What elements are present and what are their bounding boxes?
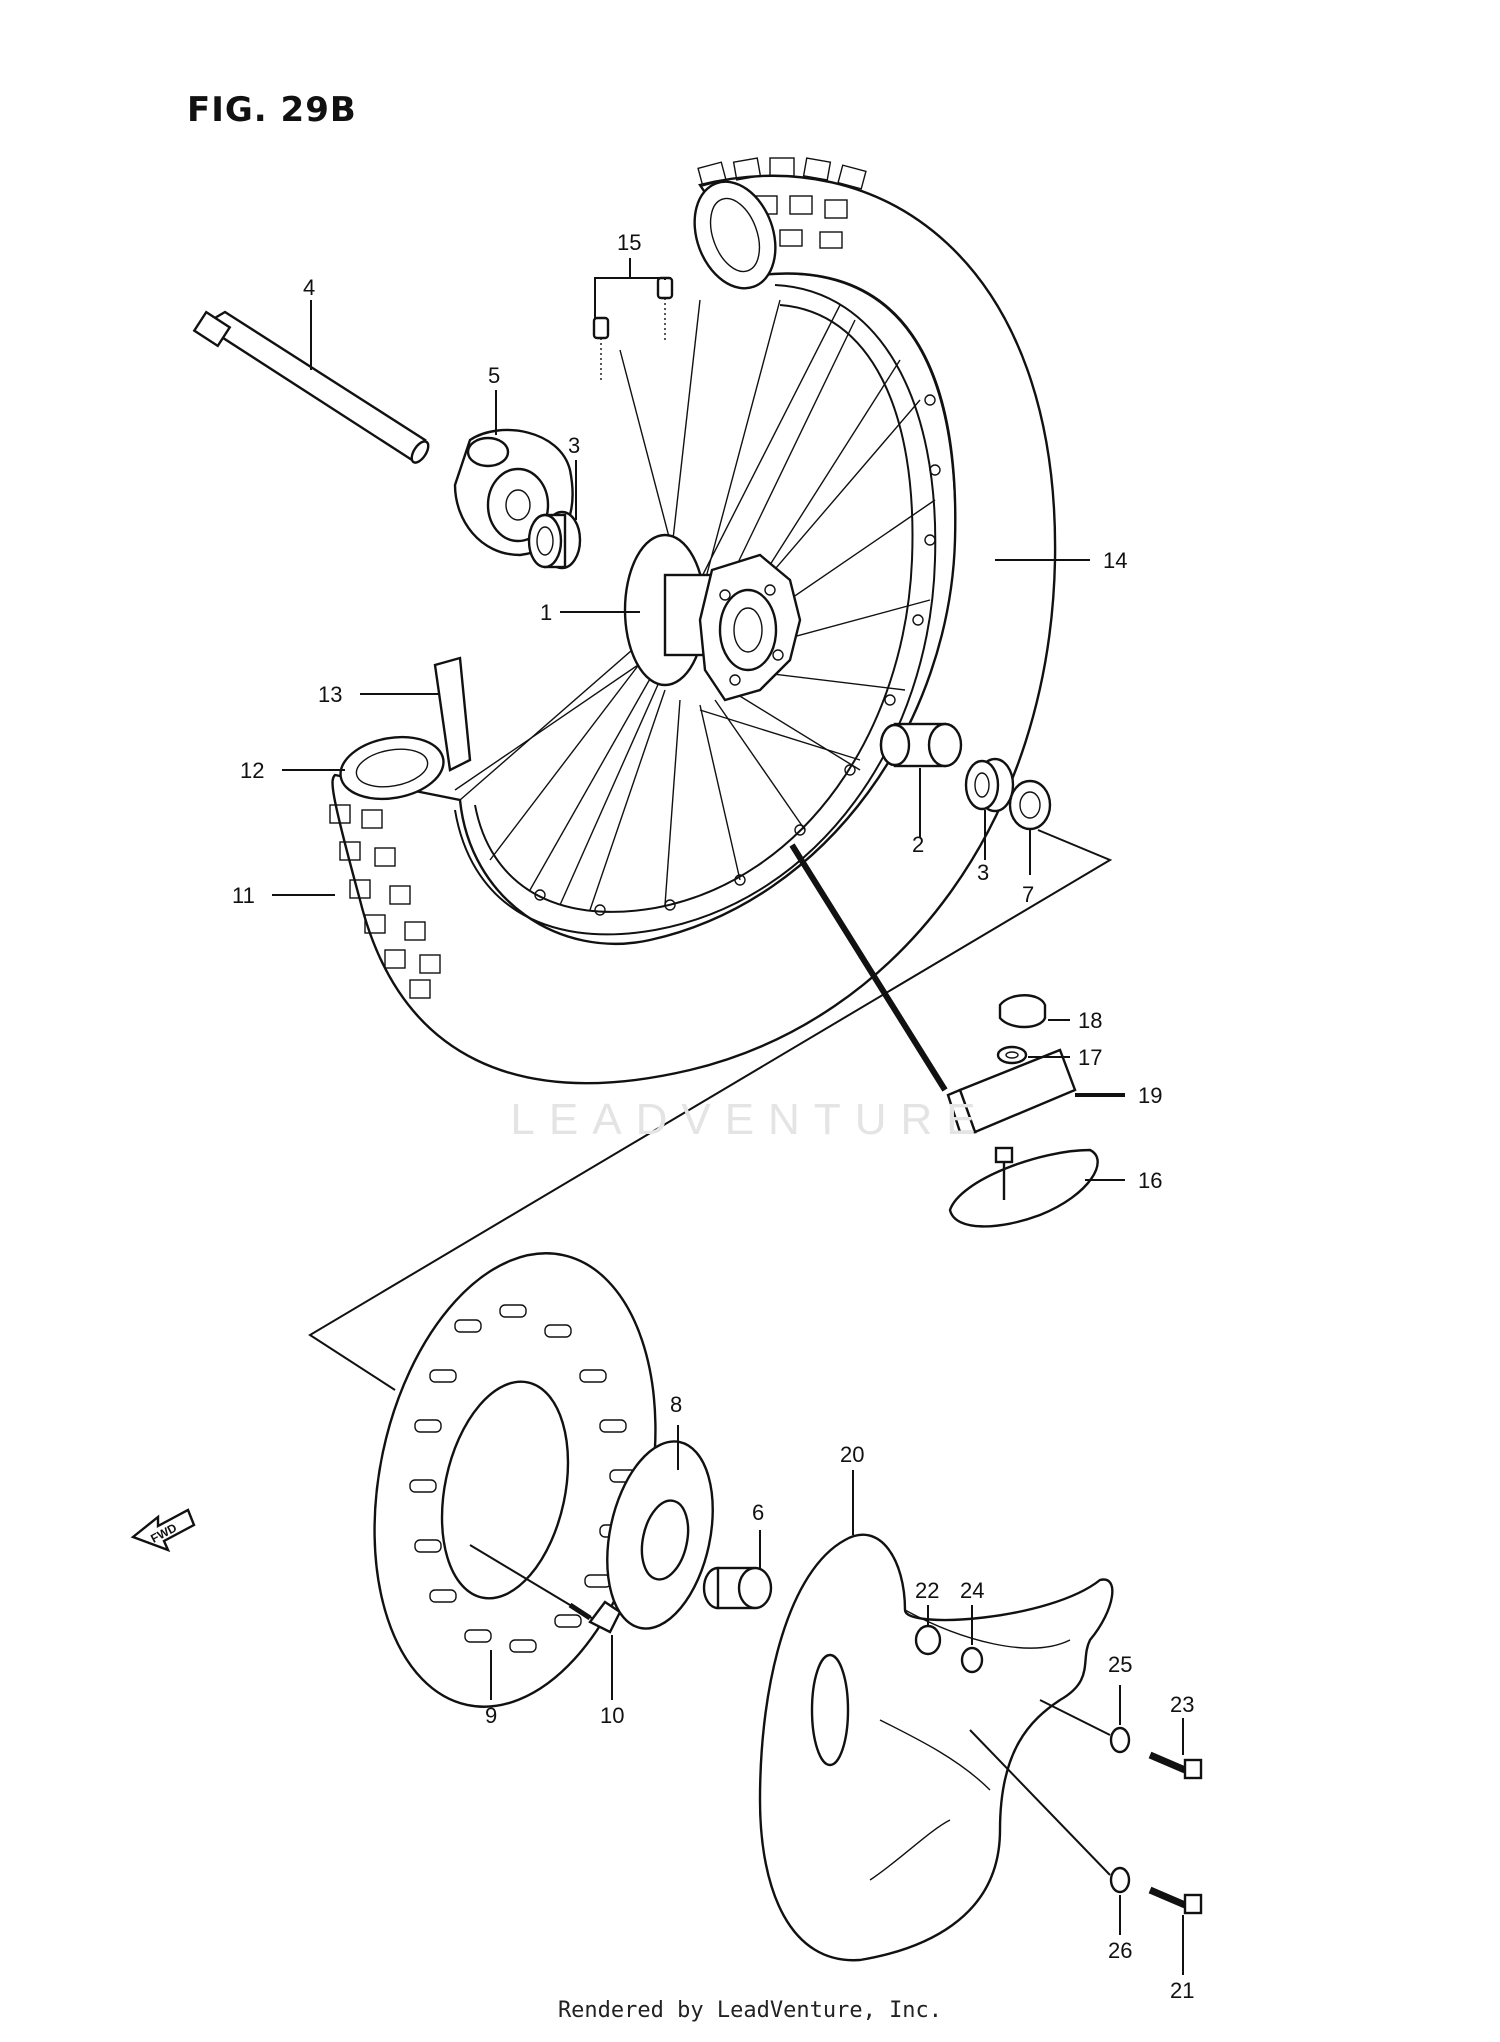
- watermark-text: LEADVENTURE: [510, 1095, 990, 1144]
- callout-25: 25: [1108, 1652, 1132, 1677]
- drive-plate: [606, 1440, 714, 1630]
- fwd-arrow-icon: FWD: [130, 1508, 196, 1553]
- callout-1: 1: [540, 600, 552, 625]
- callout-11: 11: [232, 883, 255, 908]
- callout-21: 21: [1170, 1978, 1194, 2003]
- callout-19: 19: [1138, 1083, 1162, 1108]
- callout-26: 26: [1108, 1938, 1132, 1963]
- tube-rim-band: [433, 656, 472, 772]
- callout-20: 20: [840, 1442, 864, 1467]
- brake-disc: [373, 1252, 657, 1708]
- guard-bolts: [1148, 1751, 1203, 1915]
- oil-seal: [1008, 779, 1052, 831]
- callout-12: 12: [240, 758, 264, 783]
- callout-3-lower: 3: [977, 860, 989, 885]
- spacer: [879, 722, 963, 768]
- callout-17: 17: [1078, 1045, 1102, 1070]
- callout-4: 4: [303, 275, 315, 300]
- washers: [969, 1699, 1131, 1894]
- callouts: 4 5 3 15 1 14 13 12 11 2 3 7 18: [232, 230, 1194, 2003]
- callout-15: 15: [617, 230, 641, 255]
- guard-collars: [914, 1624, 984, 1674]
- rim-lock: [789, 843, 1099, 1228]
- callout-2: 2: [912, 832, 924, 857]
- callout-16: 16: [1138, 1168, 1162, 1193]
- callout-13: 13: [318, 682, 342, 707]
- disc-guard: [758, 1533, 1114, 1962]
- axle: [192, 310, 430, 464]
- bearing-spacer: [702, 1566, 773, 1610]
- spoke-nipples: [592, 276, 674, 380]
- footer-credit: Rendered by LeadVenture, Inc.: [557, 1998, 943, 2023]
- tire: [329, 157, 1057, 1085]
- callout-8: 8: [670, 1392, 682, 1417]
- callout-23: 23: [1170, 1692, 1194, 1717]
- callout-10: 10: [600, 1703, 624, 1728]
- callout-18: 18: [1078, 1008, 1102, 1033]
- callout-6: 6: [752, 1500, 764, 1525]
- callout-24: 24: [960, 1578, 984, 1603]
- assembly-bracket-line: [308, 829, 1113, 1391]
- callout-3-upper: 3: [568, 433, 580, 458]
- callout-22: 22: [915, 1578, 939, 1603]
- figure-title: FIG. 29B: [187, 90, 357, 130]
- callout-9: 9: [485, 1703, 497, 1728]
- callout-14: 14: [1103, 548, 1127, 573]
- hub: [623, 533, 802, 702]
- bearing-upper: [527, 510, 582, 570]
- bearing-lower: [964, 757, 1015, 813]
- callout-5: 5: [488, 363, 500, 388]
- callout-7: 7: [1022, 882, 1034, 907]
